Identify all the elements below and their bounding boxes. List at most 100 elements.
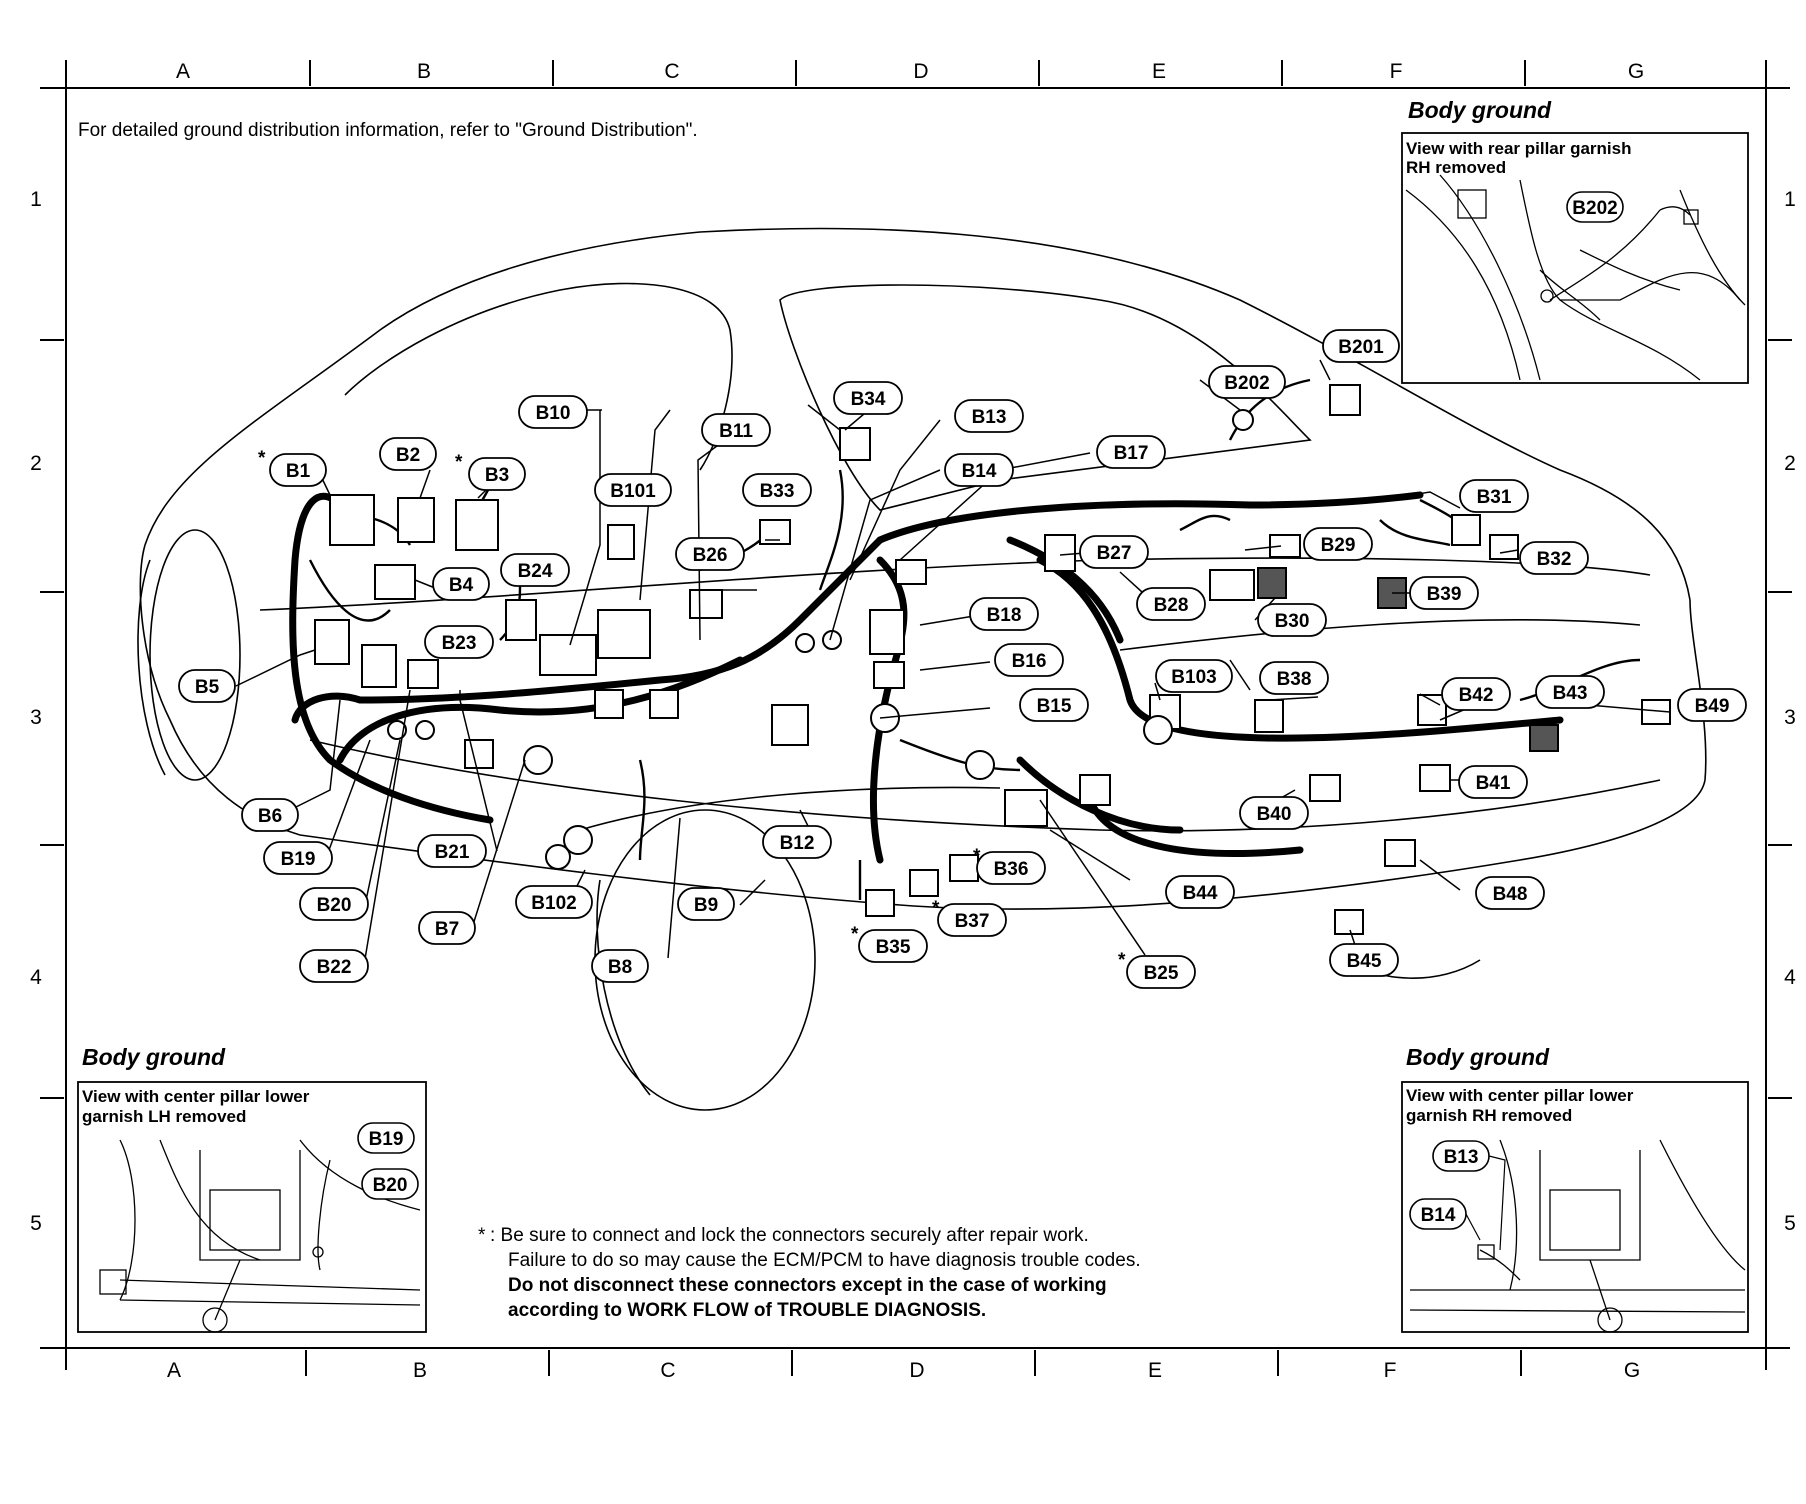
connector-label: B35 (876, 937, 911, 958)
connector-labels: B1 B2 B3 B4 B5 B6 B7 B8 B9 B10 B11 B12 B… (178, 329, 1747, 989)
connector-label: B33 (760, 481, 795, 502)
grid-column-label: D (913, 60, 928, 83)
grid-row-label: 5 (1784, 1212, 1796, 1235)
label-B10: B10 (518, 395, 588, 429)
connector-label: B32 (1537, 549, 1572, 570)
connector-label: B16 (1012, 651, 1047, 672)
connector-body (689, 589, 723, 619)
label-B1: B1 (269, 453, 327, 487)
inset-subtitle: View with center pillar lower (82, 1087, 310, 1106)
connector-body (839, 427, 871, 461)
connector-label: B4 (449, 575, 474, 596)
connector-label: B2 (396, 445, 420, 466)
footnote: * : Be sure to connect and lock the conn… (478, 1225, 1141, 1321)
inset-subtitle: garnish LH removed (82, 1107, 246, 1126)
inset-center-pillar-lh: Body ground View with center pillar lowe… (77, 1044, 427, 1333)
connector-body (314, 619, 350, 665)
label-B11: B11 (701, 413, 771, 447)
connector-label: B43 (1553, 683, 1588, 704)
grid-row-label: 2 (30, 452, 42, 475)
inset-label-B202: B202 (1566, 191, 1624, 223)
connector-body (1254, 699, 1284, 733)
ground-terminal (795, 633, 815, 653)
grid-row-label: 3 (1784, 706, 1796, 729)
label-B28: B28 (1136, 587, 1206, 621)
label-B26: B26 (675, 537, 745, 571)
label-B2: B2 (379, 437, 437, 471)
connector-label: B14 (962, 461, 997, 482)
label-B4: B4 (432, 567, 490, 601)
label-B14: B14 (944, 453, 1014, 487)
connector-body (1384, 839, 1416, 867)
connector-label: B13 (1444, 1147, 1479, 1168)
ground-terminal (545, 844, 571, 870)
label-B19: B19 (263, 841, 333, 875)
inset-title: Body ground (82, 1044, 226, 1070)
connector-label: B7 (435, 919, 459, 940)
grid-column-label: B (417, 60, 431, 83)
label-B102: B102 (515, 885, 593, 919)
connector-label: B9 (694, 895, 718, 916)
connector-body (909, 869, 939, 897)
grid-column-labels-bottom: A B C D E F G (167, 1359, 1640, 1382)
label-B9: B9 (677, 887, 735, 921)
connector-label: B31 (1477, 487, 1512, 508)
label-B49: B49 (1677, 688, 1747, 722)
connector-body (407, 659, 439, 689)
connector-label: B24 (518, 561, 553, 582)
connector-label: B29 (1321, 535, 1356, 556)
inset-subtitle: RH removed (1406, 158, 1506, 177)
connector-label: B42 (1459, 685, 1494, 706)
connector-label: B13 (972, 407, 1007, 428)
connector-label: B23 (442, 633, 477, 654)
connector-body (1334, 909, 1364, 935)
label-B25: B25 (1126, 955, 1196, 989)
connector-body (1329, 384, 1361, 416)
asterisk-marker: * (973, 846, 981, 867)
connector-label: B26 (693, 545, 728, 566)
connector-body (1004, 789, 1048, 827)
asterisk-marker: * (851, 924, 859, 945)
connector-body (869, 609, 905, 655)
connector-body (464, 739, 494, 769)
connector-body (594, 689, 624, 719)
label-B13: B13 (954, 399, 1024, 433)
label-B23: B23 (424, 625, 494, 659)
connector-label: B36 (994, 859, 1029, 880)
connector-label: B12 (780, 833, 815, 854)
connector-label: B10 (536, 403, 571, 424)
label-B201: B201 (1322, 329, 1400, 363)
connector-label: B27 (1097, 543, 1132, 564)
label-B15: B15 (1019, 688, 1089, 722)
inset-label-B13: B13 (1432, 1140, 1490, 1172)
ground-terminal (1232, 409, 1254, 431)
inset-title: Body ground (1406, 1044, 1550, 1070)
connector-label: B30 (1275, 611, 1310, 632)
label-B31: B31 (1459, 479, 1529, 513)
connector-body (873, 661, 905, 689)
connector-label: B6 (258, 806, 282, 827)
grid-column-label: C (660, 1359, 675, 1382)
connector-body (1079, 774, 1111, 806)
grid-row-label: 1 (30, 188, 42, 211)
connector-label: B15 (1037, 696, 1072, 717)
connector-label: B44 (1183, 883, 1218, 904)
label-B43: B43 (1535, 675, 1605, 709)
grid-column-label: A (167, 1359, 181, 1382)
label-B37: B37 (937, 903, 1007, 937)
connector-body (1419, 764, 1451, 792)
connector-label: B201 (1338, 337, 1384, 358)
connector-label: B49 (1695, 696, 1730, 717)
connector-label: B38 (1277, 669, 1312, 690)
grid-row-label: 5 (30, 1212, 42, 1235)
ground-terminal (387, 720, 407, 740)
connector-body (1044, 534, 1076, 572)
grid-column-label: E (1152, 60, 1166, 83)
connector-body (1309, 774, 1341, 802)
asterisk-marker: * (1118, 950, 1126, 971)
grid-row-label: 1 (1784, 188, 1796, 211)
connector-label: B40 (1257, 804, 1292, 825)
inset-subtitle: View with rear pillar garnish (1406, 139, 1631, 158)
label-B101: B101 (594, 473, 672, 507)
